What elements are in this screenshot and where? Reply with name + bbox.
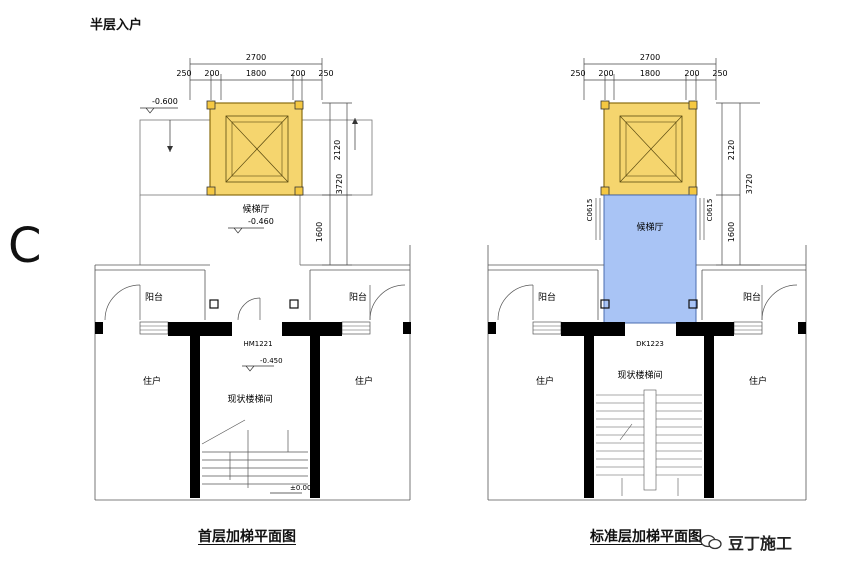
- dim-right-offset: 250: [712, 69, 727, 78]
- level-top: -0.600: [152, 97, 178, 106]
- balcony-right-label: 阳台: [743, 291, 761, 303]
- dim-left-col: 200: [598, 69, 613, 78]
- stair-label: 现状楼梯间: [617, 369, 662, 381]
- dim-total: 2700: [640, 53, 660, 62]
- balcony-right-label: 阳台: [349, 291, 367, 303]
- dim-left-offset: 250: [570, 69, 585, 78]
- dim-right-col: 200: [684, 69, 699, 78]
- dim-side-total: 3720: [745, 174, 754, 194]
- lobby-label: 候梯厅: [636, 221, 663, 233]
- balcony-left-label: 阳台: [145, 291, 163, 303]
- watermark: 豆丁施工: [700, 530, 792, 554]
- dim-total: 2700: [246, 53, 266, 62]
- balcony-left-label: 阳台: [538, 291, 556, 303]
- window-right: C0615: [706, 199, 714, 222]
- caption-ground-floor: 首层加梯平面图: [198, 529, 296, 545]
- dim-left-offset: 250: [176, 69, 191, 78]
- dim-side-upper: 2120: [727, 140, 736, 160]
- unit-left-label: 住户: [536, 375, 554, 387]
- dim-side-lower: 1600: [727, 222, 736, 242]
- plan-right: 2700 250 200 1800 200 250 候梯厅 C0615: [487, 53, 807, 501]
- dim-side-lower: 1600: [315, 222, 324, 242]
- caption-standard-floor: 标准层加梯平面图: [590, 529, 702, 545]
- section-letter: C: [8, 218, 42, 274]
- door-code: DK1223: [636, 340, 664, 348]
- page-title: 半层入户: [90, 18, 143, 33]
- window-left: C0615: [586, 199, 594, 222]
- plan-left: 2700 250 200 1800 200 250 -0.600: [94, 53, 411, 501]
- level-door: -0.450: [260, 357, 283, 365]
- dim-side-total: 3720: [335, 174, 344, 194]
- door-code: HM1221: [243, 340, 272, 348]
- unit-right-label: 住户: [749, 375, 767, 387]
- dim-side-upper: 2120: [333, 140, 342, 160]
- unit-left-label: 住户: [143, 375, 161, 387]
- level-stair: ±0.000: [290, 484, 316, 492]
- dim-left-col: 200: [204, 69, 219, 78]
- lobby-label: 候梯厅: [242, 203, 269, 215]
- watermark-text: 豆丁施工: [728, 534, 793, 553]
- wechat-icon: [700, 534, 722, 550]
- unit-right-label: 住户: [355, 375, 373, 387]
- dim-mid: 1800: [640, 69, 660, 78]
- dim-right-offset: 250: [318, 69, 333, 78]
- level-lobby: -0.460: [248, 217, 274, 226]
- dim-mid: 1800: [246, 69, 266, 78]
- stair-label: 现状楼梯间: [227, 393, 272, 405]
- dim-right-col: 200: [290, 69, 305, 78]
